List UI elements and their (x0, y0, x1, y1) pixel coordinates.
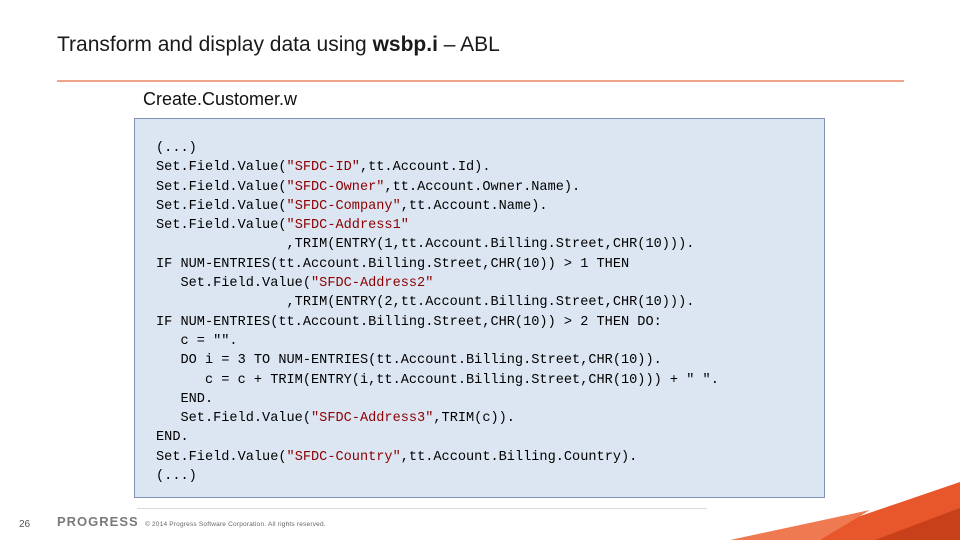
code-string-literal: "SFDC-Company" (286, 198, 401, 214)
code-line: ,TRIM(ENTRY(2,tt.Account.Billing.Street,… (156, 295, 695, 311)
code-line: (...) (156, 141, 197, 156)
slide-title: Transform and display data using wsbp.i … (57, 33, 500, 57)
code-string-literal: "SFDC-Country" (286, 449, 401, 465)
code-string-literal: "SFDC-ID" (286, 160, 360, 176)
file-caption: Create.Customer.w (143, 89, 298, 109)
slide-title-bold: wsbp.i (372, 33, 438, 56)
code-line: IF NUM-ENTRIES(tt.Account.Billing.Street… (156, 256, 630, 272)
code-line: Set.Field.Value("SFDC-Owner",tt.Account.… (156, 179, 581, 195)
code-line: IF NUM-ENTRIES(tt.Account.Billing.Street… (156, 314, 662, 330)
copyright-text: © 2014 Progress Software Corporation. Al… (145, 521, 326, 528)
corner-shape-dark (875, 508, 960, 540)
code-line: Set.Field.Value("SFDC-Company",tt.Accoun… (156, 198, 548, 214)
code-line: END. (156, 430, 189, 446)
code-box: (...) Set.Field.Value("SFDC-ID",tt.Accou… (134, 118, 825, 498)
code-block: (...) Set.Field.Value("SFDC-ID",tt.Accou… (156, 139, 719, 486)
code-line: c = c + TRIM(ENTRY(i,tt.Account.Billing.… (156, 372, 719, 388)
code-line: Set.Field.Value("SFDC-ID",tt.Account.Id)… (156, 160, 491, 176)
code-line: (...) (156, 469, 197, 485)
slide-title-suffix: – ABL (437, 33, 500, 56)
footer-divider (137, 508, 707, 509)
code-string-literal: "SFDC-Address1" (286, 218, 409, 234)
code-line: DO i = 3 TO NUM-ENTRIES(tt.Account.Billi… (156, 353, 662, 369)
code-string-literal: "SFDC-Owner" (286, 179, 385, 195)
page-number: 26 (19, 519, 31, 530)
slide-title-prefix: Transform and display data using (57, 33, 373, 56)
code-line: END. (156, 391, 214, 407)
footer: 26 PROGRESS © 2014 Progress Software Cor… (0, 505, 960, 540)
progress-logo: PROGRESS (57, 514, 139, 529)
code-line: Set.Field.Value("SFDC-Country",tt.Accoun… (156, 449, 638, 465)
code-line: Set.Field.Value("SFDC-Address1" (156, 218, 409, 234)
code-string-literal: "SFDC-Address2" (311, 276, 434, 292)
corner-shape-accent (730, 510, 870, 540)
title-divider (57, 80, 904, 82)
code-line: Set.Field.Value("SFDC-Address2" (156, 276, 434, 292)
code-string-literal: "SFDC-Address3" (311, 411, 434, 427)
code-line: ,TRIM(ENTRY(1,tt.Account.Billing.Street,… (156, 237, 695, 253)
code-line: Set.Field.Value("SFDC-Address3",TRIM(c))… (156, 411, 515, 427)
code-line: c = "". (156, 333, 238, 349)
corner-decoration-icon (730, 482, 960, 540)
